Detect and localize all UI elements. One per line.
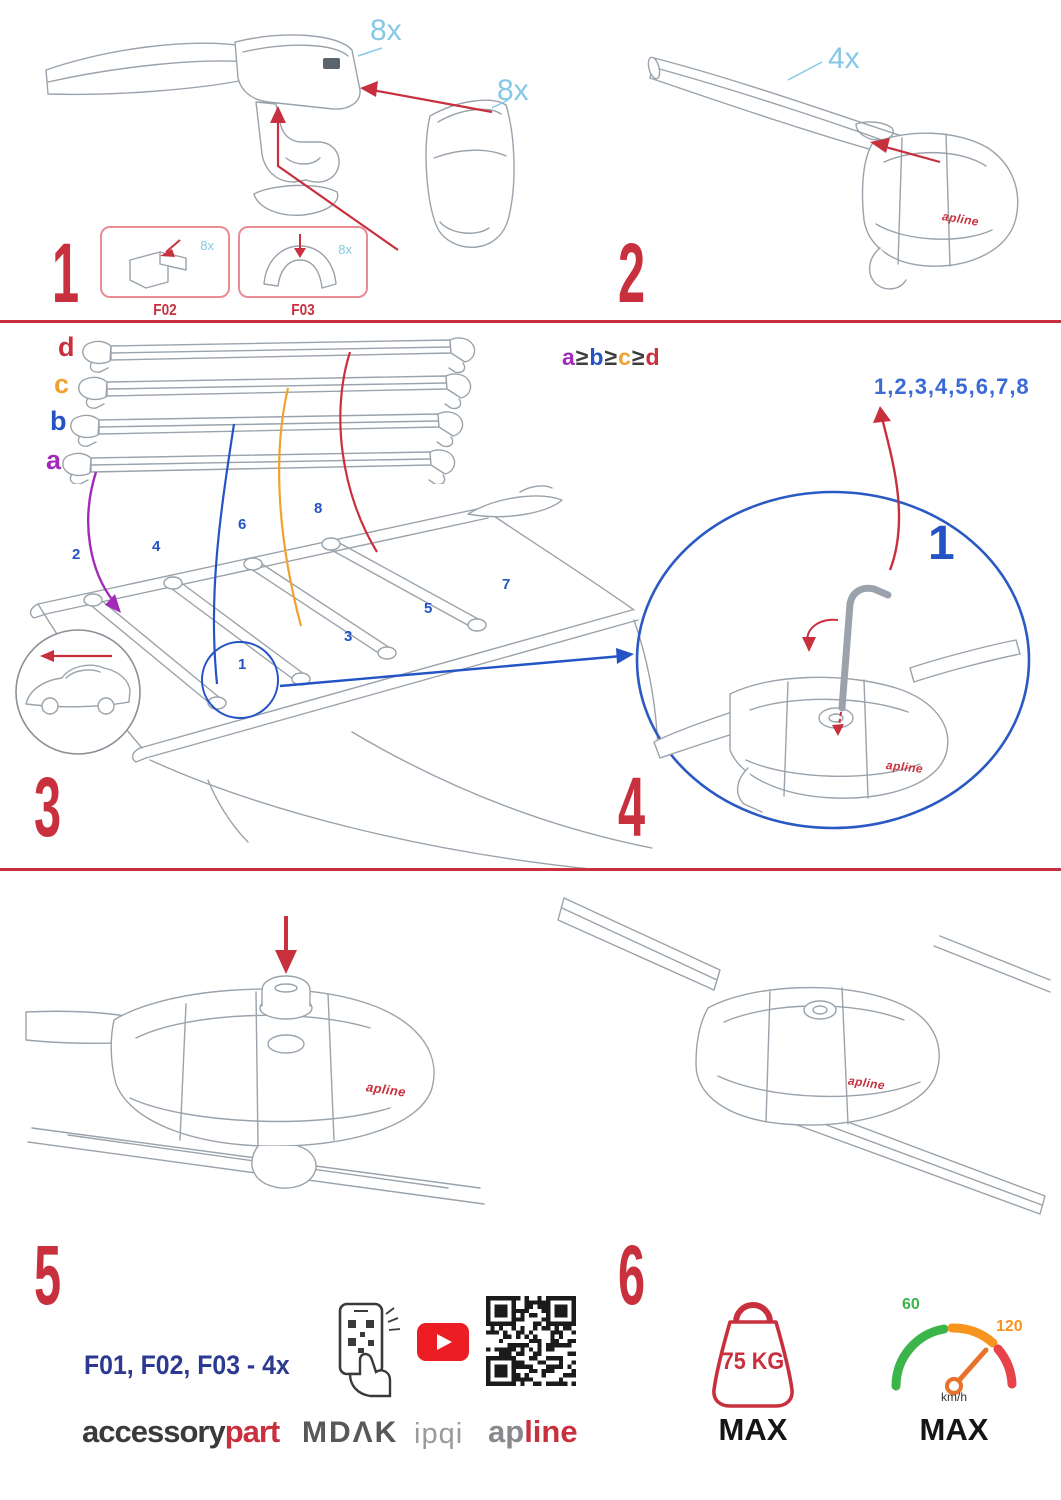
weight-limit-icon	[712, 1302, 794, 1408]
weight-max-label: MAX	[718, 1412, 788, 1447]
pos-4: 4	[152, 538, 161, 555]
youtube-icon	[417, 1323, 469, 1361]
position1-highlight	[201, 641, 279, 719]
weight-limit-value: 75 KG	[721, 1348, 785, 1375]
attach-arrow-2	[276, 118, 399, 251]
brand-apline-part2: line	[524, 1414, 578, 1449]
insert-arrow	[881, 144, 941, 164]
crossbars-stack	[62, 337, 476, 484]
pos-1: 1	[238, 656, 247, 673]
step3-number: 3	[34, 760, 61, 854]
tightening-sequence: 1,2,3,4,5,6,7,8	[874, 374, 1030, 399]
qty-pointer-2	[491, 99, 509, 109]
pos-2: 2	[72, 546, 81, 563]
step2-number: 2	[618, 226, 645, 320]
pos-7: 7	[502, 576, 511, 593]
logo-plate	[323, 58, 340, 69]
step4-zoom-illustration	[635, 490, 1031, 830]
pos-3: 3	[344, 628, 353, 645]
phone-scan-icon	[338, 1302, 401, 1398]
formula-d: d	[645, 344, 661, 370]
step1-qty-cover: 8x	[497, 74, 529, 107]
f02-label: F02	[153, 302, 177, 319]
zoom-arrow	[279, 654, 623, 688]
hex-key-icon	[838, 600, 854, 712]
parts-summary: F01, F02, F03 - 4x	[84, 1350, 290, 1380]
brand-ipqi: ipqi	[414, 1418, 464, 1450]
zoom-circle	[635, 490, 1031, 830]
speed-high-label: 120	[996, 1318, 1023, 1335]
f03-qty: 8x	[338, 242, 352, 257]
speedometer-icon	[891, 1323, 1017, 1395]
formula-c: c	[618, 344, 632, 370]
brand-apline: apline	[488, 1414, 578, 1450]
brand-apline-part1: ap	[488, 1414, 525, 1449]
part-box-f03: 8x	[238, 226, 368, 298]
formula-ge3: ≥	[631, 344, 646, 370]
pos-6: 6	[238, 516, 247, 533]
step1-qty-cap: 8x	[370, 14, 402, 47]
bar-label-c: c	[54, 369, 70, 399]
step2-illustration	[647, 56, 1019, 290]
speed-unit-label: km/h	[940, 1390, 967, 1404]
step4-callout: 1	[928, 517, 955, 570]
part-box-f02: 8x	[100, 226, 230, 298]
pos-5: 5	[424, 600, 433, 617]
formula-b: b	[589, 344, 605, 370]
pos-8: 8	[314, 500, 323, 517]
qty-pointer	[787, 61, 823, 81]
f02-part-drawing	[129, 239, 187, 289]
step4-number: 4	[618, 760, 645, 854]
section-divider-2	[0, 868, 1061, 871]
sequence-arrow	[873, 406, 901, 571]
brand-mdak: MDΛK	[302, 1416, 399, 1449]
formula-ge1: ≥	[575, 344, 590, 370]
step6-number: 6	[618, 1228, 645, 1322]
step1-number: 1	[52, 226, 79, 320]
brand-accessory-part1: accessory	[82, 1414, 226, 1449]
qty-pointer	[357, 47, 383, 57]
roof-installation-illustration	[15, 485, 659, 871]
step5-illustration	[25, 916, 485, 1205]
size-order-formula: a≥b≥c≥d	[562, 344, 661, 371]
step5-number: 5	[34, 1228, 61, 1322]
bar-label-a: a	[46, 445, 62, 475]
f03-part-drawing	[263, 234, 337, 289]
brand-accessorypart: accessorypart	[82, 1414, 281, 1450]
attach-arrow	[371, 88, 493, 114]
formula-a: a	[562, 344, 576, 370]
formula-ge2: ≥	[604, 344, 619, 370]
bar-label-b: b	[50, 406, 67, 436]
f03-label: F03	[291, 302, 315, 319]
step1-illustration	[45, 34, 515, 251]
speed-max-label: MAX	[919, 1412, 989, 1447]
step2-qty: 4x	[828, 42, 860, 75]
brand-accessory-part2: part	[224, 1414, 281, 1449]
speed-low-label: 60	[902, 1296, 920, 1313]
bar-label-d: d	[58, 332, 75, 362]
section-divider-1	[0, 320, 1061, 323]
qr-code	[486, 1296, 576, 1386]
step6-illustration	[557, 897, 1051, 1215]
f02-qty: 8x	[200, 238, 214, 253]
